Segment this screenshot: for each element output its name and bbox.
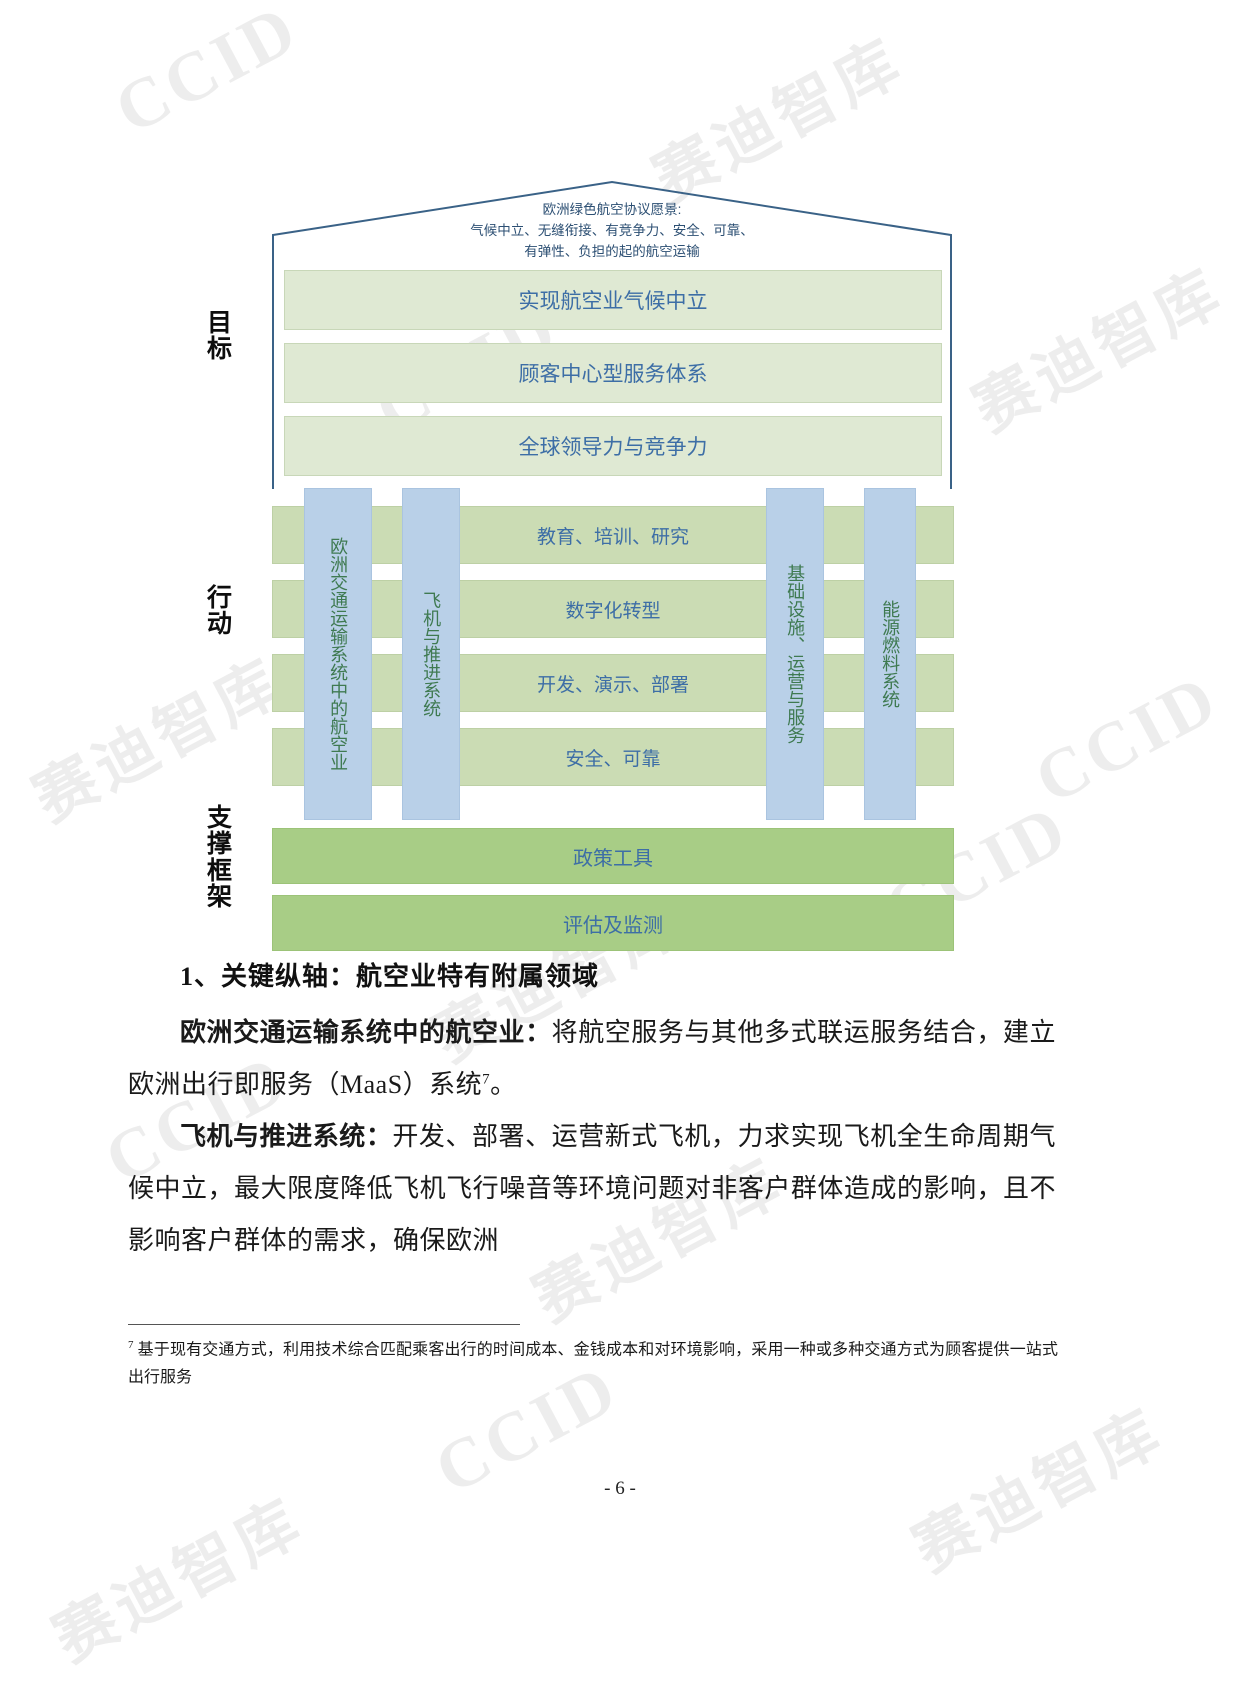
action-column-transport-system: 欧洲交通运输系统中的航空业 — [304, 488, 372, 820]
action-column-infrastructure-services: 基础设施、运营与服务 — [766, 488, 824, 820]
goals-house: 欧洲绿色航空协议愿景: 气候中立、无缝衔接、有竞争力、安全、可靠、 有弹性、负担… — [272, 180, 952, 490]
support-bar-policy-tools: 政策工具 — [272, 828, 954, 884]
action-column-label: 能源燃料系统 — [880, 600, 901, 708]
action-row-education: 教育、培训、研究 — [272, 506, 954, 564]
footnote-ref[interactable]: 7 — [482, 1071, 491, 1088]
paragraph-rest: 将航空服务与其他多式联运服务结合，建立欧洲出行即服务（MaaS）系统 — [128, 1018, 1056, 1100]
action-row-safety: 安全、可靠 — [272, 728, 954, 786]
roof-vision-line: 气候中立、无缝衔接、有竞争力、安全、可靠、 — [470, 222, 754, 238]
row-label-actions: 行 动 — [188, 585, 252, 638]
row-label-goals: 目 标 — [188, 310, 252, 363]
row-label-char: 行 — [206, 584, 233, 612]
paragraph-maas: 欧洲交通运输系统中的航空业：将航空服务与其他多式联运服务结合，建立欧洲出行即服务… — [128, 1007, 1056, 1111]
row-label-char: 支 — [206, 804, 233, 832]
action-column-label: 飞机与推进系统 — [421, 591, 442, 717]
goal-box-climate-neutral: 实现航空业气候中立 — [284, 270, 942, 330]
row-label-char: 动 — [206, 610, 233, 639]
action-column-label: 基础设施、运营与服务 — [785, 564, 806, 744]
paragraph-aircraft: 飞机与推进系统：开发、部署、运营新式飞机，力求实现飞机全生命周期气候中立，最大限… — [128, 1111, 1056, 1267]
actions-grid: 教育、培训、研究 数字化转型 开发、演示、部署 安全、可靠 欧洲交通运输系统中的… — [272, 488, 954, 822]
action-column-aircraft-propulsion: 飞机与推进系统 — [402, 488, 460, 820]
article-body: 1、关键纵轴：航空业特有附属领域 欧洲交通运输系统中的航空业：将航空服务与其他多… — [128, 952, 1056, 1267]
paragraph-tail: 。 — [490, 1070, 517, 1100]
footnote-text: 基于现有交通方式，利用技术综合匹配乘客出行的时间成本、金钱成本和对环境影响，采用… — [128, 1341, 1058, 1387]
goal-box-customer-centric: 顾客中心型服务体系 — [284, 343, 942, 403]
paragraph-lead: 飞机与推进系统： — [180, 1122, 393, 1152]
action-row-digital: 数字化转型 — [272, 580, 954, 638]
roof-vision-line: 有弹性、负担的起的航空运输 — [524, 243, 700, 259]
roof-vision-text: 欧洲绿色航空协议愿景: 气候中立、无缝衔接、有竞争力、安全、可靠、 有弹性、负担… — [272, 200, 952, 263]
roof-vision-line: 欧洲绿色航空协议愿景: — [542, 202, 682, 217]
goal-box-global-leadership: 全球领导力与竞争力 — [284, 416, 942, 476]
row-label-support: 支 撑 框 架 — [188, 805, 252, 910]
section-heading: 1、关键纵轴：航空业特有附属领域 — [180, 962, 600, 991]
row-label-char: 框 — [206, 856, 233, 885]
footnote-block: 7 基于现有交通方式，利用技术综合匹配乘客出行的时间成本、金钱成本和对环境影响，… — [128, 1336, 1058, 1392]
footnote-separator — [128, 1324, 520, 1325]
paragraph-rest: 开发、部署、运营新式飞机，力求实现飞机全生命周期气候中立，最大限度降低飞机飞行噪… — [128, 1122, 1056, 1256]
row-label-char: 架 — [206, 882, 233, 911]
footnote-marker: 7 — [128, 1339, 134, 1351]
house-outline-icon — [272, 180, 952, 489]
paragraph-lead: 欧洲交通运输系统中的航空业： — [180, 1018, 552, 1048]
action-column-energy-fuel: 能源燃料系统 — [864, 488, 916, 820]
row-label-char: 目 — [206, 309, 233, 337]
green-aviation-framework-figure: 目 标 行 动 支 撑 框 架 欧洲绿色航空协议愿景: 气候中立、无缝衔接、有竞… — [130, 180, 1090, 951]
support-bar-assessment-monitoring: 评估及监测 — [272, 895, 954, 951]
page-number: - 6 - — [604, 1478, 636, 1499]
action-row-deployment: 开发、演示、部署 — [272, 654, 954, 712]
row-label-char: 撑 — [206, 830, 233, 859]
row-label-char: 标 — [206, 335, 233, 364]
action-column-label: 欧洲交通运输系统中的航空业 — [328, 537, 349, 771]
